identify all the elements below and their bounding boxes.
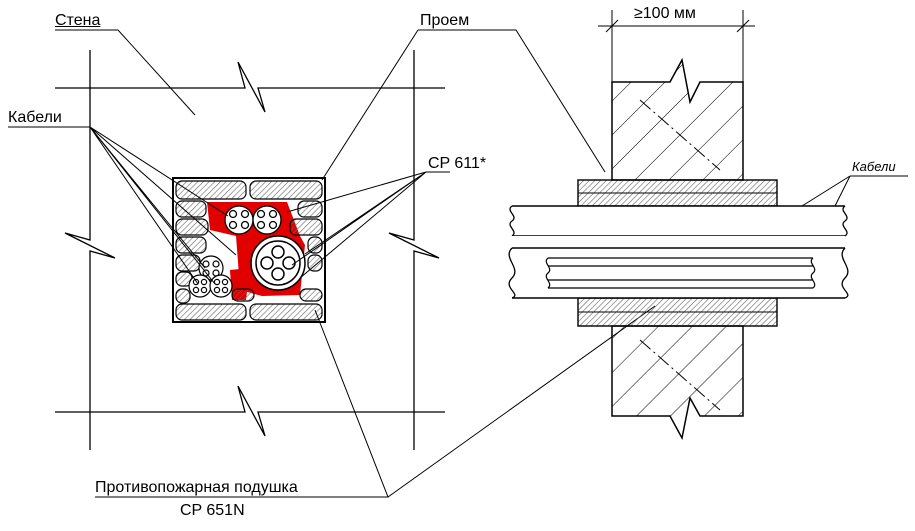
pillow-brick bbox=[289, 218, 323, 236]
cable-small-3 bbox=[198, 255, 224, 281]
wall-section-lower bbox=[611, 325, 744, 441]
pillow-brick bbox=[175, 288, 191, 304]
pillow-label-line2: CP 651N bbox=[180, 502, 245, 519]
opening-label: Проем bbox=[420, 12, 470, 29]
leader-opening-left bbox=[321, 29, 419, 181]
dimension-label: ≥100 мм bbox=[634, 5, 696, 22]
wall-bottom-break-line bbox=[55, 385, 445, 437]
cable-large bbox=[250, 235, 306, 291]
dimension-line bbox=[598, 10, 755, 82]
pillow-brick bbox=[231, 288, 255, 302]
pillow-brick bbox=[175, 218, 209, 236]
cable-small-2 bbox=[252, 205, 282, 235]
wall-section-view bbox=[508, 57, 849, 441]
pillow-label-line1: Противопожарная подушка bbox=[95, 479, 298, 496]
pillow-brick bbox=[175, 303, 247, 321]
cables-label-right: Кабели bbox=[852, 159, 896, 174]
section-cable-inner bbox=[548, 258, 813, 288]
leader-pillow bbox=[95, 305, 656, 498]
wall-front-view bbox=[55, 50, 445, 450]
pillow-brick bbox=[299, 288, 323, 302]
cable-small-4 bbox=[188, 274, 212, 298]
wall-right-break-line bbox=[388, 50, 440, 450]
leader-cables-left bbox=[8, 126, 237, 285]
opening-outline bbox=[172, 177, 326, 323]
pillow-brick bbox=[175, 180, 247, 200]
leader-sealant bbox=[286, 171, 450, 279]
pillow-brick bbox=[249, 303, 323, 321]
fire-pillows bbox=[175, 180, 323, 321]
leader-opening-right bbox=[418, 29, 606, 173]
cable-small-1 bbox=[224, 205, 254, 235]
sealant-label: CP 611* bbox=[428, 155, 487, 172]
leader-wall bbox=[55, 29, 196, 116]
wall-label: Стена bbox=[55, 12, 101, 29]
section-cable-upper bbox=[512, 206, 845, 236]
wall-left-break-line bbox=[64, 50, 116, 450]
pillow-brick bbox=[307, 254, 323, 272]
cable-small-5 bbox=[209, 274, 233, 298]
wall-section-upper bbox=[611, 57, 744, 181]
pillow-brick bbox=[175, 200, 207, 218]
pillow-brick bbox=[249, 180, 323, 200]
cables-label-left: Кабели bbox=[8, 109, 62, 126]
wall-top-break-line bbox=[55, 61, 445, 113]
